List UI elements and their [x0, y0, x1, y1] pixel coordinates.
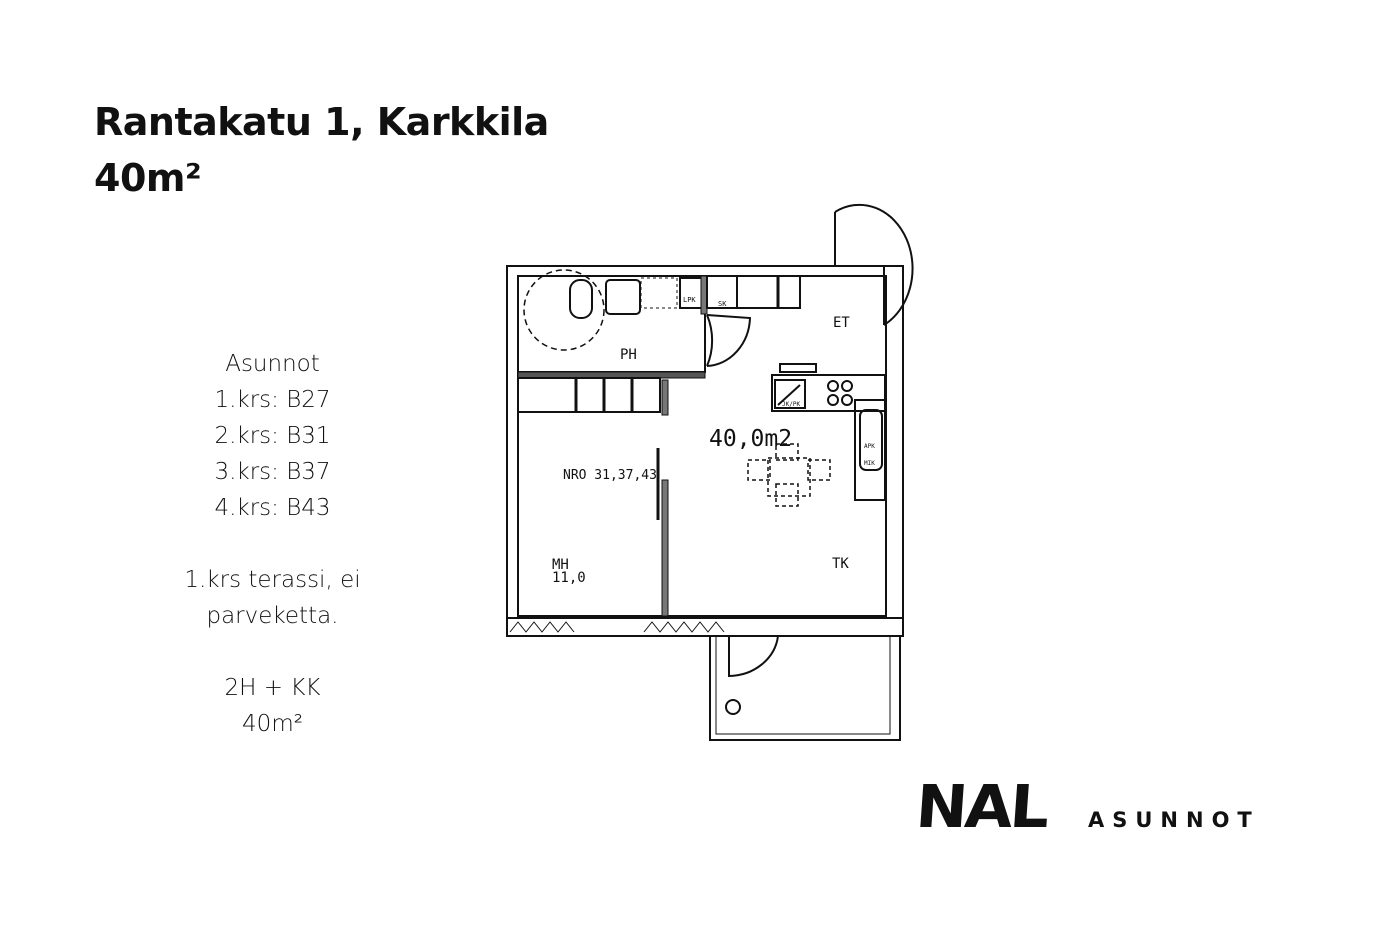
entry-door-swing [834, 203, 914, 326]
page-title: Rantakatu 1, Karkkila 40m² [94, 94, 549, 206]
area-title: 40m² [94, 156, 202, 200]
address-title: Rantakatu 1, Karkkila [94, 100, 549, 144]
floor-item: 3.krs: B37 [214, 459, 331, 485]
bedroom-area: 11,0 [552, 570, 586, 586]
info-heading: Asunnot [225, 351, 320, 377]
apartment-size: 40m² [242, 711, 303, 737]
fixture-mik: MIK [864, 460, 875, 467]
floor-item: 2.krs: B31 [214, 423, 331, 449]
room-label-kitchen: TK [832, 556, 849, 572]
apartment-info: Asunnot 1.krs: B27 2.krs: B31 3.krs: B37… [150, 346, 395, 742]
fixture-jkpk: JK/PK [782, 401, 800, 408]
floor-item: 4.krs: B43 [214, 495, 331, 521]
logo-text: ASUNNOT [1088, 808, 1260, 832]
room-label-bedroom: MH [552, 557, 569, 573]
room-label-entry: ET [833, 315, 850, 331]
total-area-label: 40,0m2 [709, 426, 792, 452]
dining-table [747, 443, 831, 507]
bathroom-door-swing [706, 314, 714, 367]
floor-item: 1.krs: B27 [214, 387, 331, 413]
terrace-note: 1.krs terassi, ei [184, 567, 361, 593]
apartment-type: 2H + KK [224, 675, 321, 701]
fixture-apk: APK [864, 443, 875, 450]
nal-logo: NAL [913, 771, 1049, 842]
fixture-sk: SK [718, 300, 727, 308]
terrace [709, 635, 901, 741]
fixture-lpk: LPK [683, 296, 696, 304]
room-label-bathroom: PH [620, 347, 637, 363]
inner-wall [517, 275, 887, 617]
apartment-numbers: NRO 31,37,43 [563, 468, 657, 483]
terrace-note: parveketta. [206, 603, 339, 629]
terrace-door-swing [728, 635, 779, 678]
